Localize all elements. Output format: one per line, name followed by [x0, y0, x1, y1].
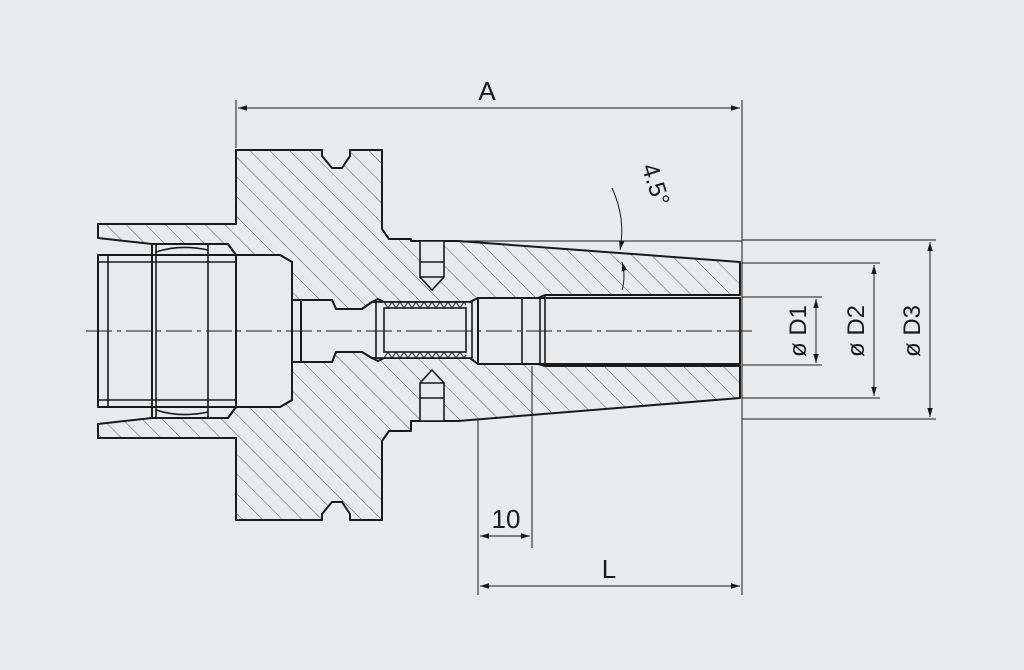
stop-screw-thread	[375, 301, 473, 359]
cross-holes	[419, 240, 445, 422]
collet-recess	[151, 243, 237, 419]
diameter-dimensions	[742, 239, 936, 420]
dimension-10	[477, 366, 533, 595]
dimension-10-label: 10	[492, 504, 521, 534]
taper-cavity	[97, 254, 293, 408]
diameter-d3-label: ø D3	[899, 305, 926, 357]
taper-angle-dimension	[458, 187, 742, 291]
dimension-a	[235, 100, 743, 595]
diameter-d2-label: ø D2	[843, 305, 870, 357]
dimension-a-label: A	[478, 76, 496, 106]
diameter-d1-label: ø D1	[785, 305, 812, 357]
taper-angle-label: 4.5°	[636, 160, 675, 209]
dimension-l-label: L	[602, 554, 616, 584]
